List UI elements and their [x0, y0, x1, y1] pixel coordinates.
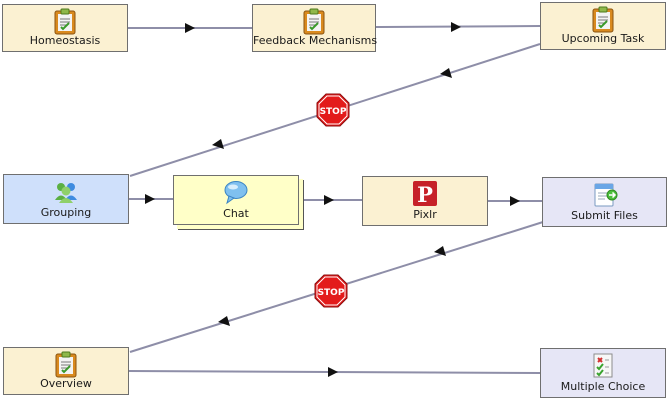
- activity-submit-files[interactable]: Submit Files: [542, 177, 667, 227]
- arrowhead: [324, 195, 334, 205]
- activity-label: Pixlr: [413, 208, 437, 221]
- checklist-icon: [593, 353, 613, 378]
- activity-label: Grouping: [40, 206, 92, 219]
- activity-chat[interactable]: Chat: [173, 175, 299, 225]
- clipboard-task-icon: [55, 351, 77, 378]
- arrowhead: [212, 139, 224, 149]
- arrowhead: [510, 196, 520, 206]
- activity-upcoming-task[interactable]: Upcoming Task: [540, 2, 666, 50]
- clipboard-task-icon: [592, 6, 614, 33]
- arrowhead: [185, 23, 195, 33]
- arrowhead: [440, 68, 452, 78]
- activity-label: Upcoming Task: [561, 32, 645, 45]
- stop-label: STOP: [320, 107, 347, 117]
- speech-bubble-icon: [224, 181, 248, 205]
- activity-homeostasis[interactable]: Homeostasis: [2, 4, 128, 52]
- stop-gate-icon[interactable]: STOP: [314, 274, 348, 308]
- arrowhead: [218, 316, 230, 326]
- stop-label: STOP: [318, 288, 345, 298]
- clipboard-task-icon: [303, 8, 325, 35]
- arrowhead: [451, 22, 461, 32]
- arrowhead: [145, 194, 155, 204]
- activity-label: Multiple Choice: [560, 380, 646, 393]
- pixlr-p-icon: P: [413, 181, 437, 207]
- activity-label: Chat: [223, 207, 249, 220]
- activity-grouping[interactable]: Grouping: [3, 174, 129, 224]
- activity-multiple-choice[interactable]: Multiple Choice: [540, 348, 666, 398]
- activity-feedback-mechanisms[interactable]: Feedback Mechanisms: [252, 4, 378, 52]
- arrowhead: [328, 367, 338, 377]
- activity-pixlr[interactable]: P Pixlr: [362, 176, 488, 226]
- file-upload-icon: [594, 183, 617, 207]
- activity-overview[interactable]: Overview: [3, 347, 129, 395]
- arrowhead: [434, 246, 446, 256]
- activity-label: Feedback Mechanisms: [253, 34, 378, 47]
- activity-label: Homeostasis: [29, 34, 101, 47]
- clipboard-task-icon: [54, 8, 76, 35]
- people-group-icon: [55, 183, 77, 203]
- activity-label: Overview: [40, 377, 92, 390]
- svg-text:P: P: [417, 182, 433, 207]
- activity-label: Submit Files: [571, 209, 638, 222]
- stop-gate-icon[interactable]: STOP: [316, 93, 350, 127]
